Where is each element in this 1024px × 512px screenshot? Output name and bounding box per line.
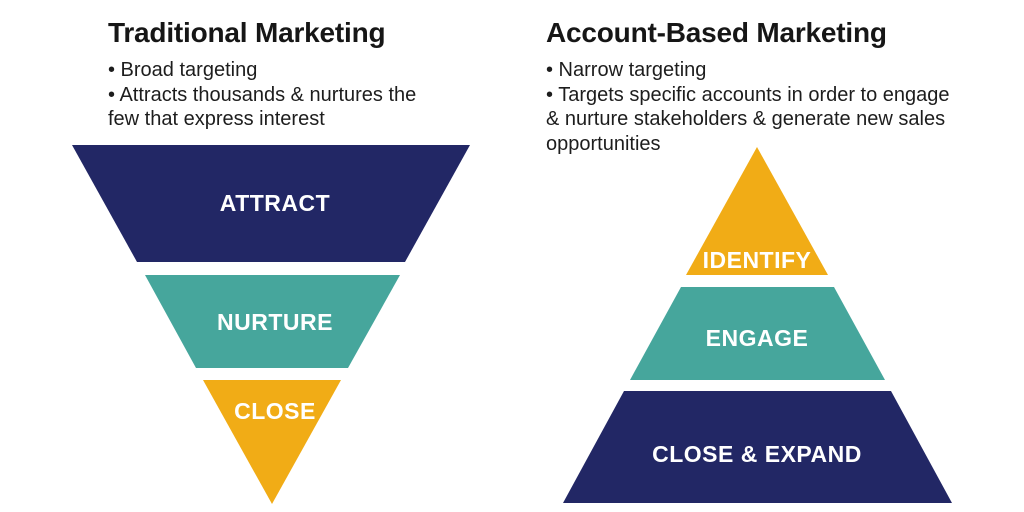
- funnel-stage-close-shape: [203, 380, 341, 504]
- pyramid-stage-identify-label: IDENTIFY: [703, 247, 812, 273]
- abm-bullet-targets-specific-accounts: • Targets specific accounts in order to …: [546, 83, 950, 155]
- funnel-stage-attract-label: ATTRACT: [220, 190, 330, 216]
- traditional-bullet-attracts-thousands: • Attracts thousands & nurtures the few …: [108, 83, 417, 131]
- pyramid-stage-close-expand-shape: [563, 391, 952, 503]
- traditional-marketing-funnel: ATTRACT NURTURE CLOSE: [72, 145, 470, 504]
- pyramid-stage-identify-shape: [686, 147, 828, 275]
- account-based-marketing-title: Account-Based Marketing: [546, 17, 887, 48]
- funnel-stage-close-label: CLOSE: [234, 398, 316, 424]
- pyramid-stage-engage-label: ENGAGE: [706, 325, 809, 351]
- traditional-marketing-title: Traditional Marketing: [108, 17, 386, 48]
- traditional-marketing-text-block: Traditional Marketing • Broad targeting …: [108, 16, 434, 132]
- pyramid-stage-close-expand-label: CLOSE & EXPAND: [652, 441, 862, 467]
- abm-bullet-narrow-targeting: • Narrow targeting: [546, 59, 707, 81]
- account-based-marketing-text-block: Account-Based Marketing • Narrow targeti…: [546, 16, 960, 156]
- funnel-stage-nurture-shape: [145, 275, 400, 368]
- account-based-marketing-pyramid: IDENTIFY ENGAGE CLOSE & EXPAND: [563, 147, 952, 503]
- traditional-bullet-broad-targeting: • Broad targeting: [108, 59, 258, 81]
- funnel-stage-attract-shape: [72, 145, 470, 262]
- funnel-stage-nurture-label: NURTURE: [217, 309, 333, 335]
- pyramid-stage-engage-shape: [630, 287, 885, 380]
